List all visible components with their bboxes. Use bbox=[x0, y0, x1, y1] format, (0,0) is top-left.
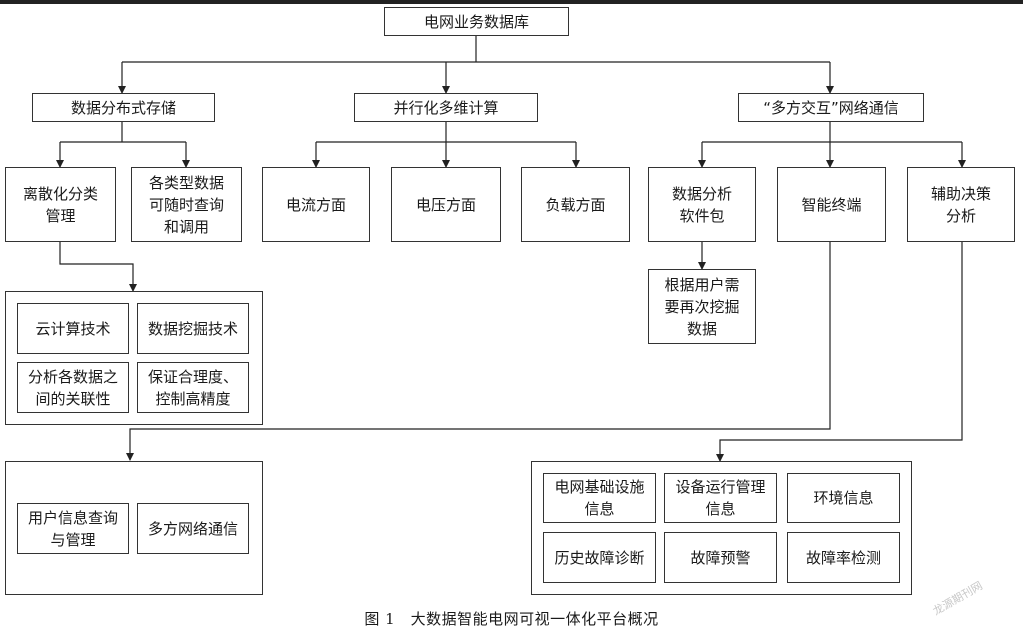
load-label: 负载方面 bbox=[545, 195, 606, 214]
diagnosis-label: 历史故障诊断 bbox=[554, 548, 645, 567]
discrete-label: 离散化分类 管理 bbox=[22, 184, 98, 225]
query-label: 各类型数据 可随时查询 和调用 bbox=[148, 173, 224, 236]
node-user-info-query: 用户信息查询 与管理 bbox=[17, 503, 129, 554]
node-cloud-computing: 云计算技术 bbox=[17, 303, 129, 354]
node-correlation-analysis: 分析各数据之 间的关联性 bbox=[17, 362, 129, 413]
node-discrete-classification: 离散化分类 管理 bbox=[5, 167, 116, 242]
current-label: 电流方面 bbox=[285, 195, 346, 214]
precision-label: 保证合理度、 控制高精度 bbox=[147, 367, 238, 408]
mining-label: 数据挖掘技术 bbox=[147, 319, 238, 338]
edge-terminal-result bbox=[126, 242, 831, 461]
branch-comm: “多方交互”网络通信 bbox=[738, 93, 924, 122]
node-precision-control: 保证合理度、 控制高精度 bbox=[137, 362, 249, 413]
cloud-label: 云计算技术 bbox=[35, 319, 111, 338]
package-label: 数据分析 软件包 bbox=[671, 184, 732, 225]
branch-compute-label: 并行化多维计算 bbox=[393, 98, 499, 117]
branch-storage-label: 数据分布式存储 bbox=[70, 98, 176, 117]
edge-decision-result bbox=[716, 242, 963, 462]
node-analysis-package: 数据分析 软件包 bbox=[648, 167, 756, 242]
group-comm-result bbox=[531, 461, 912, 595]
branch-storage: 数据分布式存储 bbox=[32, 93, 215, 122]
group-storage-tech bbox=[5, 291, 263, 425]
node-environment-info: 环境信息 bbox=[787, 473, 900, 523]
voltage-label: 电压方面 bbox=[415, 195, 476, 214]
root-node: 电网业务数据库 bbox=[384, 7, 569, 36]
top-rule bbox=[0, 0, 1023, 4]
branch-comm-label: “多方交互”网络通信 bbox=[763, 98, 899, 117]
node-current: 电流方面 bbox=[262, 167, 370, 242]
node-smart-terminal: 智能终端 bbox=[777, 167, 886, 242]
edge-discrete-tech bbox=[59, 242, 137, 292]
root-label: 电网业务数据库 bbox=[423, 12, 529, 31]
remining-label: 根据用户需 要再次挖掘 数据 bbox=[664, 275, 740, 338]
node-grid-infrastructure: 电网基础设施 信息 bbox=[543, 473, 656, 523]
user-info-label: 用户信息查询 与管理 bbox=[27, 508, 118, 549]
node-data-remining: 根据用户需 要再次挖掘 数据 bbox=[648, 269, 756, 344]
multi-network-label: 多方网络通信 bbox=[147, 519, 238, 538]
node-query-anytime: 各类型数据 可随时查询 和调用 bbox=[131, 167, 242, 242]
node-voltage: 电压方面 bbox=[391, 167, 501, 242]
fault-rate-label: 故障率检测 bbox=[805, 548, 881, 567]
node-fault-rate-detection: 故障率检测 bbox=[787, 532, 900, 583]
terminal-label: 智能终端 bbox=[801, 195, 862, 214]
equipment-label: 设备运行管理 信息 bbox=[675, 478, 766, 518]
correlation-label: 分析各数据之 间的关联性 bbox=[27, 367, 118, 408]
branch-compute: 并行化多维计算 bbox=[354, 93, 538, 122]
node-load: 负载方面 bbox=[521, 167, 630, 242]
decision-label: 辅助决策 分析 bbox=[930, 184, 991, 225]
environment-label: 环境信息 bbox=[813, 489, 874, 507]
node-data-mining: 数据挖掘技术 bbox=[137, 303, 249, 354]
group-storage-result bbox=[5, 461, 263, 595]
figure-caption: 图 1 大数据智能电网可视一体化平台概况 bbox=[364, 610, 659, 628]
node-equipment-management: 设备运行管理 信息 bbox=[664, 473, 777, 523]
warning-label: 故障预警 bbox=[690, 548, 751, 567]
infrastructure-label: 电网基础设施 信息 bbox=[554, 478, 645, 518]
node-multi-network-comm: 多方网络通信 bbox=[137, 503, 249, 554]
node-fault-diagnosis: 历史故障诊断 bbox=[543, 532, 656, 583]
node-fault-warning: 故障预警 bbox=[664, 532, 777, 583]
node-decision-analysis: 辅助决策 分析 bbox=[907, 167, 1015, 242]
